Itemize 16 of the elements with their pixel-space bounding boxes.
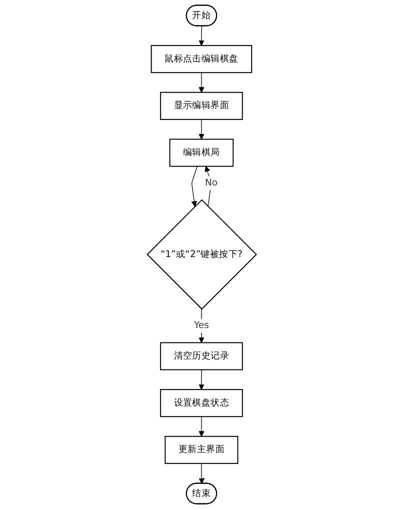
arrow <box>198 26 205 46</box>
arrow <box>198 463 205 484</box>
node-box: 显示编辑界面 <box>160 92 244 120</box>
node-box: 编辑棋局 <box>170 138 234 167</box>
arrow <box>198 119 205 140</box>
node-box: 鼠标点击编辑棋盘 <box>151 45 252 74</box>
edge-label: No <box>205 178 218 188</box>
arrow <box>198 416 205 437</box>
edge-label: Yes <box>194 320 210 331</box>
node-diamond: “1”或“2”键被按下? <box>146 199 258 310</box>
node-box: 更新主界面 <box>164 436 238 464</box>
node-box: 设置棋盘状态 <box>160 389 244 418</box>
arrow <box>198 72 205 93</box>
arrow <box>192 166 198 207</box>
node-box: 清空历史记录 <box>160 342 244 370</box>
arrow <box>198 369 205 390</box>
